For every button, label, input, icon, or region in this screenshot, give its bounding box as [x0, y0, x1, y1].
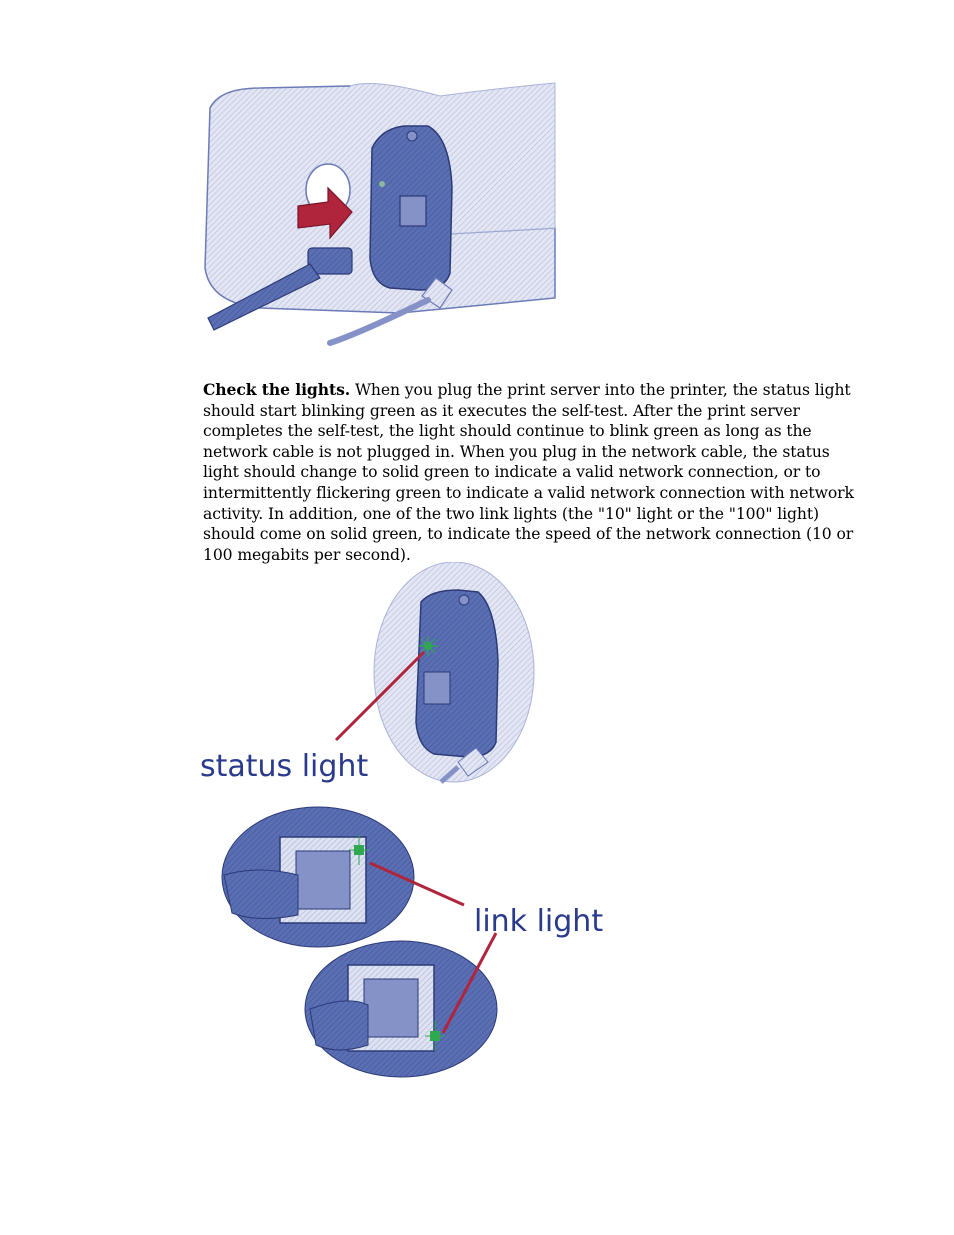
status-pointer-line	[334, 650, 426, 742]
link-light-indicator-bottom	[425, 1021, 445, 1051]
link-light-illustration: link light	[221, 806, 603, 1078]
link-pointer-line-bottom	[441, 932, 498, 1034]
status-light-illustration: status light	[200, 562, 535, 784]
status-light-indicator	[418, 636, 438, 656]
link-light-label: link light	[474, 904, 603, 939]
paragraph-lead: Check the lights.	[203, 380, 351, 399]
status-light-label: status light	[200, 749, 368, 784]
plug-in-illustration	[204, 82, 556, 346]
insert-arrow-icon	[297, 186, 353, 240]
instructions-paragraph: Check the lights. When you plug the prin…	[203, 380, 865, 565]
paragraph-body: When you plug the print server into the …	[203, 381, 854, 564]
link-light-indicator-top	[349, 835, 369, 865]
link-pointer-line-top	[369, 861, 465, 907]
